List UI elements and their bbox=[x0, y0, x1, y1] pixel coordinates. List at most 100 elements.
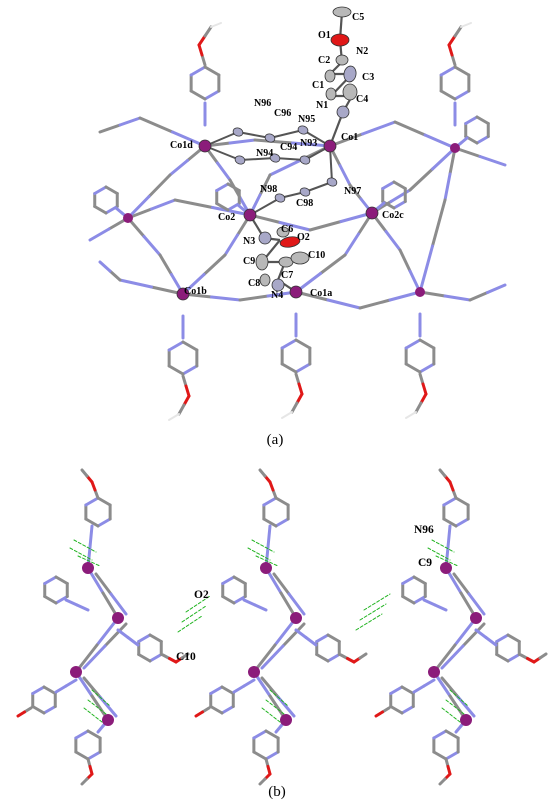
bond bbox=[232, 684, 246, 694]
ring-bond bbox=[404, 338, 422, 350]
bond bbox=[443, 294, 472, 302]
atom-label-c3: C3 bbox=[362, 72, 374, 83]
hydrogen-bond bbox=[359, 603, 387, 621]
ring-bond bbox=[74, 750, 90, 761]
ring-bond bbox=[294, 362, 312, 374]
ring-bond bbox=[439, 89, 457, 101]
bond bbox=[484, 636, 498, 647]
hydrogen-bond bbox=[445, 699, 465, 715]
ring-bond bbox=[252, 729, 268, 740]
ring-bond bbox=[215, 202, 230, 212]
ring-bond bbox=[280, 362, 298, 374]
bond bbox=[384, 230, 402, 252]
cobalt-atom bbox=[260, 562, 272, 574]
ring-bond bbox=[442, 496, 458, 507]
bond bbox=[374, 710, 384, 718]
ring-bond bbox=[42, 705, 57, 715]
bond bbox=[376, 201, 386, 210]
ring-bond bbox=[401, 595, 416, 605]
bond bbox=[304, 636, 318, 647]
bond bbox=[443, 172, 452, 202]
bond bbox=[181, 374, 188, 388]
bond bbox=[388, 290, 422, 302]
ring-bond bbox=[252, 750, 268, 761]
bond bbox=[109, 592, 128, 616]
atom-label-n2: N2 bbox=[356, 46, 368, 57]
atom-c1 bbox=[324, 69, 336, 83]
bond bbox=[440, 644, 465, 670]
bond bbox=[177, 403, 186, 416]
ring-bond bbox=[220, 705, 235, 715]
bond bbox=[194, 710, 204, 718]
ring-bond bbox=[453, 89, 471, 101]
ring-bond bbox=[389, 705, 404, 715]
ortep-atom bbox=[269, 153, 281, 163]
atom-label-co2c: Co2c bbox=[382, 210, 404, 221]
bond bbox=[258, 777, 267, 786]
ring-bond bbox=[464, 115, 479, 125]
atom-c4 bbox=[325, 87, 337, 101]
cobalt-atom bbox=[112, 612, 124, 624]
ring-bond bbox=[221, 575, 236, 585]
ring-bond bbox=[392, 180, 407, 190]
bond bbox=[358, 298, 392, 310]
atom-cobalt-ortep bbox=[176, 287, 190, 301]
hydrogen-bond bbox=[435, 555, 459, 567]
bond bbox=[447, 34, 457, 47]
bond bbox=[452, 572, 471, 596]
bond bbox=[268, 159, 302, 177]
atom-label-c4: C4 bbox=[356, 94, 368, 105]
atom-label-c96: C96 bbox=[274, 108, 291, 119]
cobalt-atom bbox=[460, 714, 472, 726]
ring-bond bbox=[454, 496, 470, 507]
h-bond-stub bbox=[460, 22, 472, 28]
bond bbox=[421, 382, 428, 396]
ring-bond bbox=[439, 65, 457, 77]
panel-a-framework bbox=[88, 22, 507, 421]
atom-n3 bbox=[258, 231, 272, 245]
atom-label-b-o2: O2 bbox=[194, 589, 209, 601]
ring-bond bbox=[418, 362, 436, 374]
bond bbox=[276, 695, 296, 718]
bond bbox=[242, 678, 256, 688]
bond bbox=[253, 603, 268, 612]
ring-bond bbox=[294, 338, 312, 350]
bond bbox=[82, 644, 107, 670]
bond bbox=[94, 572, 113, 596]
atom-label-c7: C7 bbox=[281, 270, 293, 281]
ring-bond bbox=[262, 517, 278, 528]
bond bbox=[418, 244, 434, 294]
ring-bond bbox=[454, 517, 470, 528]
chain-column bbox=[194, 468, 368, 786]
atom-label-c94: C94 bbox=[280, 142, 297, 153]
atom-c10 bbox=[290, 251, 310, 265]
bond bbox=[486, 283, 507, 294]
panel-b-caption: (b) bbox=[268, 784, 286, 800]
ring-bond bbox=[495, 633, 510, 643]
ring-bond bbox=[264, 750, 280, 761]
hydrogen-bond bbox=[449, 689, 469, 707]
atom-label-c5: C5 bbox=[352, 12, 364, 23]
ring-bond bbox=[209, 705, 224, 715]
bond bbox=[260, 676, 280, 699]
bond bbox=[223, 233, 239, 257]
atom-c9 bbox=[255, 253, 269, 271]
bond bbox=[422, 598, 437, 607]
bond bbox=[238, 294, 270, 302]
ring-bond bbox=[220, 685, 235, 695]
bond bbox=[431, 198, 447, 248]
atom-n2 bbox=[343, 65, 357, 83]
bond bbox=[114, 206, 124, 215]
ring-bond bbox=[84, 517, 100, 528]
ring-bond bbox=[400, 705, 415, 715]
bond bbox=[88, 524, 94, 549]
ring-bond bbox=[232, 595, 247, 605]
bond bbox=[228, 138, 257, 145]
ring-bond bbox=[262, 496, 278, 507]
atom-c8 bbox=[259, 273, 271, 287]
cobalt-atom bbox=[415, 287, 425, 297]
bond bbox=[54, 684, 68, 694]
atom-n4 bbox=[271, 278, 285, 292]
cobalt-atom bbox=[82, 562, 94, 574]
bond bbox=[16, 710, 26, 718]
